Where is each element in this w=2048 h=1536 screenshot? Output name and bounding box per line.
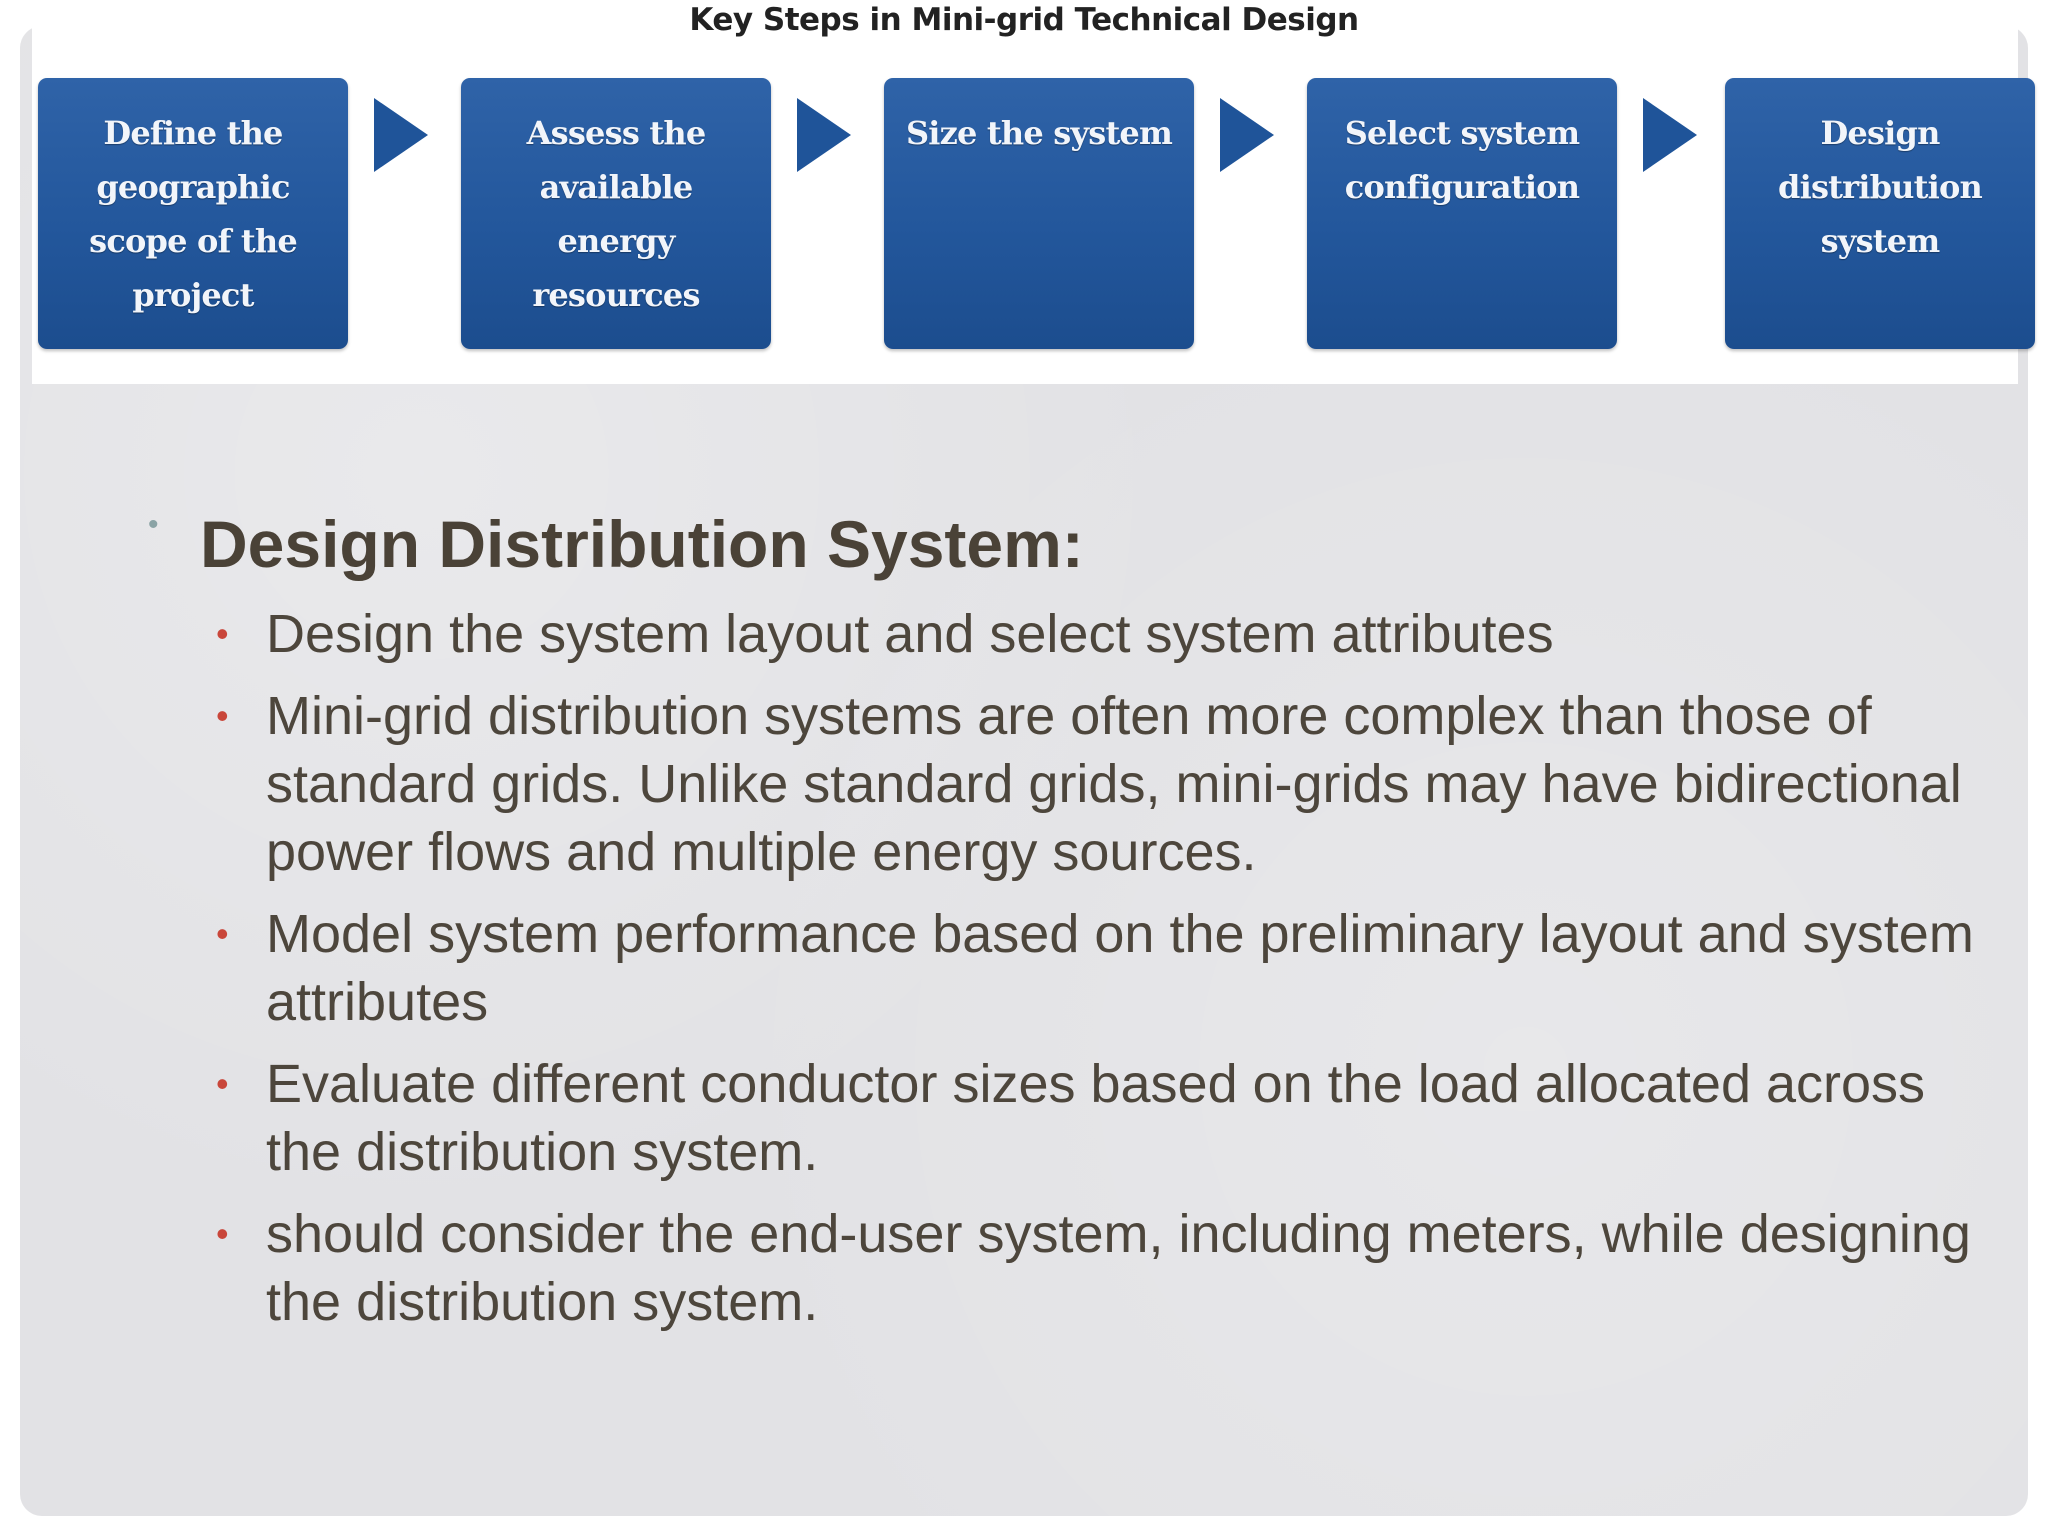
- list-item: • Evaluate different conductor sizes bas…: [216, 1050, 1976, 1186]
- step-assess-resources: Assess the available energy resources: [461, 78, 771, 349]
- bullet-list: • Design the system layout and select sy…: [216, 600, 1976, 1350]
- arrow-right-icon: [1220, 98, 1274, 172]
- list-item-text: Mini-grid distribution systems are often…: [266, 686, 1962, 882]
- list-item-text: Model system performance based on the pr…: [266, 904, 1974, 1032]
- bullet-marker: •: [216, 913, 229, 954]
- list-item: • Mini-grid distribution systems are oft…: [216, 682, 1976, 886]
- list-item: • Model system performance based on the …: [216, 900, 1976, 1036]
- arrow-right-icon: [374, 98, 428, 172]
- list-item-text: Design the system layout and select syst…: [266, 604, 1554, 664]
- bullet-marker: •: [216, 613, 229, 654]
- arrow-right-icon: [1643, 98, 1697, 172]
- step-label: Size the system: [905, 114, 1173, 152]
- list-item: • should consider the end-user system, i…: [216, 1200, 1976, 1336]
- step-size-system: Size the system: [884, 78, 1194, 349]
- step-design-distribution: Design distribution system: [1725, 78, 2035, 349]
- step-label: Design distribution system: [1778, 114, 1983, 260]
- bullet-marker: •: [216, 1213, 229, 1254]
- section-heading: Design Distribution System:: [200, 507, 1084, 581]
- list-item-text: Evaluate different conductor sizes based…: [266, 1054, 1926, 1182]
- bullet-marker: •: [148, 508, 159, 541]
- arrow-right-icon: [797, 98, 851, 172]
- step-label: Select system configuration: [1344, 114, 1580, 206]
- step-define-scope: Define the geographic scope of the proje…: [38, 78, 348, 349]
- bullet-marker: •: [216, 1063, 229, 1104]
- list-item: • Design the system layout and select sy…: [216, 600, 1976, 668]
- diagram-title: Key Steps in Mini-grid Technical Design: [689, 2, 1359, 38]
- step-label: Define the geographic scope of the proje…: [89, 114, 298, 314]
- step-label: Assess the available energy resources: [526, 114, 707, 314]
- bullet-marker: •: [216, 695, 229, 736]
- list-item-text: should consider the end-user system, inc…: [266, 1204, 1971, 1332]
- step-select-configuration: Select system configuration: [1307, 78, 1617, 349]
